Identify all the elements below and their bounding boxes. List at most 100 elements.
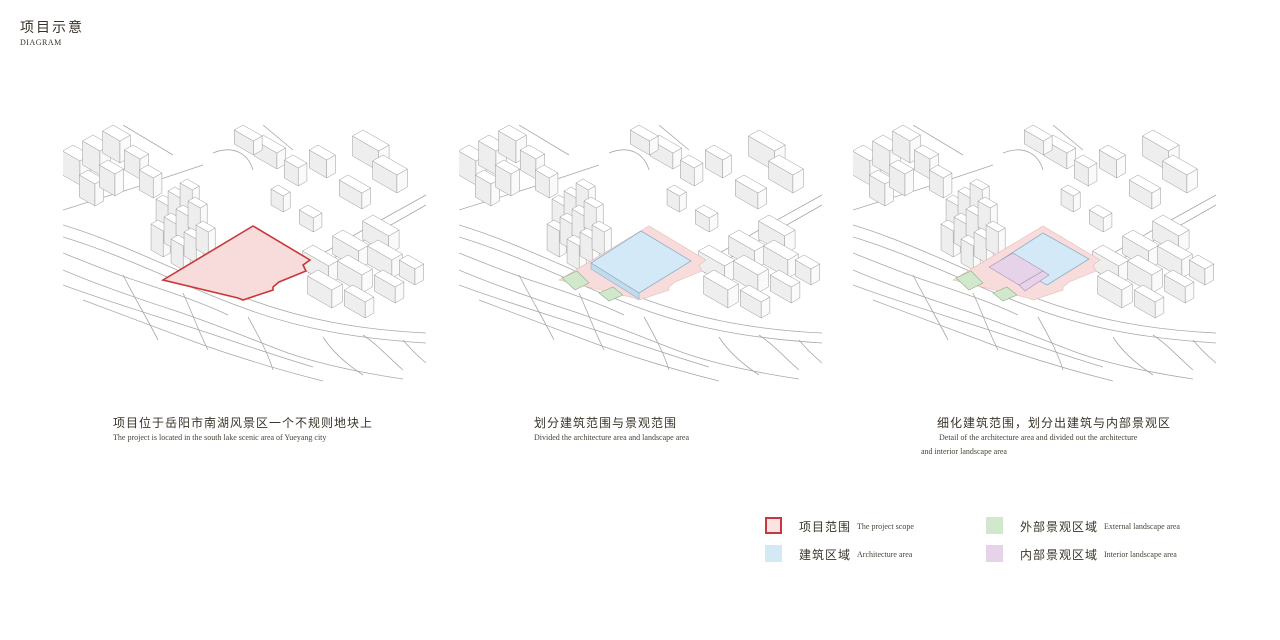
diagram-panel-zones bbox=[459, 125, 822, 383]
legend-item-project-scope: 项目范围 The project scope bbox=[765, 517, 965, 537]
caption-2-cn: 划分建筑范围与景观范围 bbox=[534, 416, 678, 430]
building-block bbox=[1163, 269, 1195, 304]
building-block bbox=[398, 254, 425, 286]
road-line bbox=[1052, 125, 1084, 151]
swatch-project-scope bbox=[765, 517, 782, 534]
caption-1-en: The project is located in the south lake… bbox=[113, 433, 327, 442]
building-block bbox=[892, 125, 921, 164]
building-block bbox=[694, 204, 719, 233]
building-block bbox=[768, 154, 804, 194]
road-line bbox=[518, 125, 570, 156]
building-block bbox=[367, 239, 403, 279]
building-block bbox=[298, 204, 323, 233]
road-line bbox=[459, 252, 625, 316]
building-block bbox=[666, 184, 687, 213]
road-line bbox=[478, 299, 720, 382]
building-block bbox=[343, 284, 375, 319]
external-landscape-area bbox=[992, 286, 1018, 302]
road-line bbox=[853, 269, 1194, 380]
building-block bbox=[629, 125, 659, 156]
road-line bbox=[658, 125, 690, 151]
page-title-en: DIAGRAM bbox=[20, 38, 62, 47]
swatch-external-landscape bbox=[986, 517, 1003, 534]
road-line bbox=[1112, 336, 1154, 376]
context-buildings bbox=[459, 125, 821, 319]
road-line bbox=[402, 339, 426, 364]
road-line bbox=[63, 252, 229, 316]
building-block bbox=[591, 220, 612, 257]
road-line bbox=[262, 125, 294, 151]
road-line bbox=[972, 292, 999, 351]
building-block bbox=[1127, 254, 1163, 294]
building-block bbox=[1073, 154, 1098, 187]
building-block bbox=[307, 269, 343, 309]
caption-3-en-line1: Detail of the architecture area and divi… bbox=[939, 433, 1138, 442]
road-line bbox=[247, 316, 274, 371]
road-line bbox=[872, 299, 1114, 382]
legend-label-en: Architecture area bbox=[857, 550, 913, 559]
site-map-1 bbox=[63, 125, 426, 382]
building-block bbox=[534, 164, 559, 199]
road-line bbox=[122, 125, 174, 156]
building-block bbox=[679, 154, 704, 187]
building-block bbox=[928, 164, 953, 199]
road-line bbox=[1152, 334, 1194, 371]
road-line bbox=[798, 339, 822, 364]
building-block bbox=[498, 125, 527, 164]
road-line bbox=[459, 269, 800, 380]
building-block bbox=[769, 269, 801, 304]
building-block bbox=[1098, 144, 1126, 179]
road-line bbox=[1192, 339, 1216, 364]
legend-label-cn: 内部景观区域 bbox=[1020, 548, 1099, 562]
road-line bbox=[122, 274, 159, 341]
building-block bbox=[337, 254, 373, 294]
road-line bbox=[853, 284, 1104, 368]
legend-label-cn: 建筑区域 bbox=[799, 548, 852, 562]
road-line bbox=[578, 292, 605, 351]
building-block bbox=[308, 144, 336, 179]
legend-item-external-landscape: 外部景观区域 External landscape area bbox=[986, 517, 1216, 537]
road-line bbox=[608, 149, 650, 171]
building-block bbox=[733, 254, 769, 294]
legend-label-en: External landscape area bbox=[1104, 522, 1180, 531]
caption-2-en: Divided the architecture area and landsc… bbox=[534, 433, 690, 442]
road-line bbox=[322, 336, 364, 376]
road-line bbox=[912, 125, 964, 156]
building-block bbox=[704, 144, 732, 179]
building-block bbox=[1162, 154, 1198, 194]
building-block bbox=[703, 269, 739, 309]
legend-label-en: Interior landscape area bbox=[1104, 550, 1177, 559]
legend-label-cn: 项目范围 bbox=[799, 520, 852, 534]
swatch-interior-landscape bbox=[986, 545, 1003, 562]
building-block bbox=[233, 125, 263, 156]
building-block bbox=[739, 284, 771, 319]
diagram-panel-detail bbox=[853, 125, 1216, 383]
project-scope-boundary bbox=[160, 225, 312, 301]
road-line bbox=[853, 252, 1019, 316]
building-block bbox=[253, 134, 287, 170]
external-landscape-area bbox=[598, 286, 624, 302]
building-block bbox=[98, 159, 125, 197]
road-line bbox=[853, 236, 1216, 344]
building-block bbox=[1097, 269, 1133, 309]
building-block bbox=[1088, 204, 1113, 233]
road-line bbox=[63, 236, 426, 344]
road-line bbox=[459, 236, 822, 344]
road-line bbox=[518, 274, 555, 341]
road-line bbox=[82, 299, 324, 382]
building-block bbox=[1188, 254, 1215, 286]
building-block bbox=[985, 220, 1006, 257]
building-block bbox=[494, 159, 521, 197]
architecture-area-edge bbox=[590, 262, 640, 300]
external-landscape-area bbox=[955, 270, 984, 291]
road-line bbox=[362, 334, 404, 371]
legend-label-cn: 外部景观区域 bbox=[1020, 520, 1099, 534]
site-map-2 bbox=[459, 125, 822, 382]
swatch-architecture bbox=[765, 545, 782, 562]
building-block bbox=[270, 184, 291, 213]
legend-item-architecture: 建筑区域 Architecture area bbox=[765, 545, 965, 565]
interior-landscape-area bbox=[1018, 270, 1050, 292]
road-line bbox=[718, 336, 760, 376]
caption-1-cn: 项目位于岳阳市南湖风景区一个不规则地块上 bbox=[113, 416, 374, 430]
road-line bbox=[912, 274, 949, 341]
